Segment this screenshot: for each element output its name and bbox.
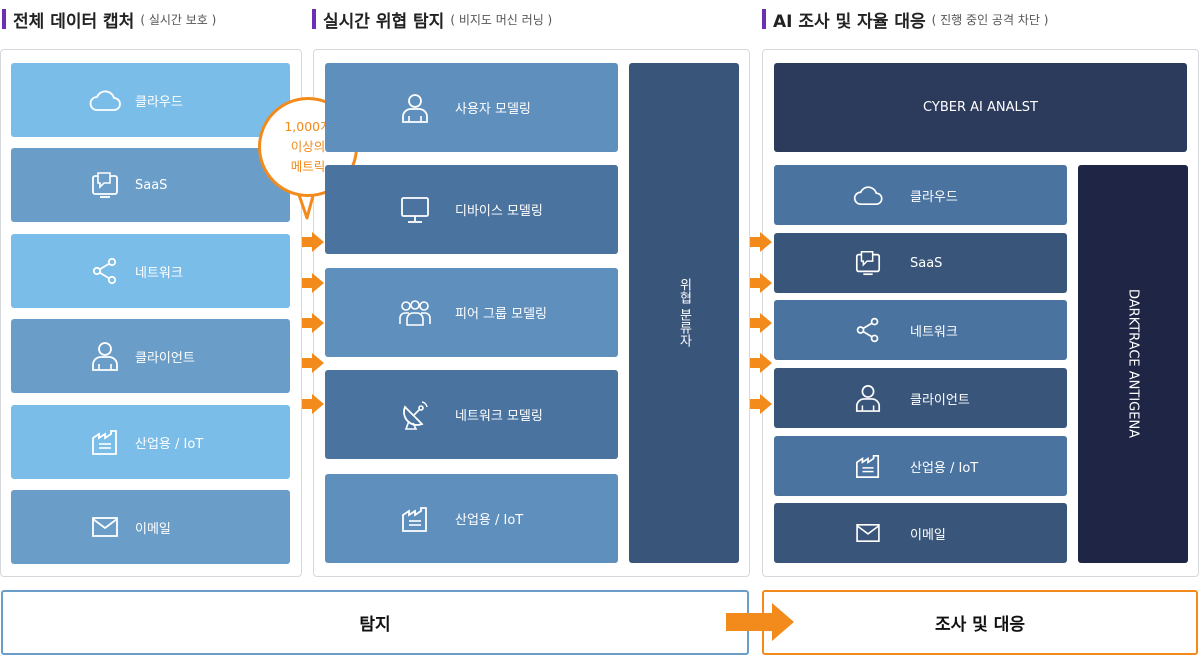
monitor-icon [397, 192, 433, 228]
big-flow-arrow [726, 603, 794, 641]
modeling-item-iot: 산업용 / IoT [325, 474, 618, 563]
section-title: 전체 데이터 캡처 [13, 11, 135, 32]
response-item-cloud: 클라우드 [774, 165, 1067, 225]
threat-classifier-label: 위협 분류자 [676, 278, 692, 348]
section-marker [2, 9, 6, 29]
flow-arrow [302, 273, 324, 293]
flow-arrow [750, 394, 772, 414]
capture-item-network: 네트워크 [11, 234, 290, 308]
share-network-icon [87, 253, 123, 289]
factory-icon [397, 501, 433, 537]
section-subtitle: ( 진행 중인 공격 차단 ) [931, 12, 1049, 27]
modeling-item-label: 산업용 / IoT [455, 513, 524, 528]
saas-chat-icon [87, 167, 123, 203]
modeling-item-label: 사용자 모델링 [455, 102, 531, 117]
bubble-line: 메트릭 [290, 159, 326, 174]
capture-item-client: 클라이언트 [11, 319, 290, 393]
response-item-label: SaaS [910, 255, 943, 271]
flow-arrow [750, 353, 772, 373]
modeling-item-network: 네트워크 모델링 [325, 370, 618, 459]
flow-arrow [750, 232, 772, 252]
satellite-dish-icon [397, 397, 433, 433]
modeling-item-device: 디바이스 모델링 [325, 165, 618, 254]
flow-arrow [302, 232, 324, 252]
response-item-client: 클라이언트 [774, 368, 1067, 428]
capture-item-label: SaaS [135, 177, 168, 193]
bubble-line: 이상의 [290, 139, 326, 154]
respond-bar: 조사 및 대응 [762, 590, 1198, 655]
section-header-respond: AI 조사 및 자율 대응 ( 진행 중인 공격 차단 ) [762, 6, 1048, 32]
capture-item-label: 이메일 [135, 521, 171, 537]
flow-arrow [302, 313, 324, 333]
response-item-iot: 산업용 / IoT [774, 436, 1067, 496]
response-item-saas: SaaS [774, 233, 1067, 293]
factory-icon [87, 424, 123, 460]
envelope-icon [850, 515, 886, 551]
capture-item-saas: SaaS [11, 148, 290, 222]
respond-bar-label: 조사 및 대응 [934, 615, 1026, 635]
section-header-detect: 실시간 위협 탐지 ( 비지도 머신 러닝 ) [312, 6, 552, 32]
group-icon [397, 295, 433, 331]
flow-arrow [302, 394, 324, 414]
capture-panel [0, 49, 302, 577]
modeling-item-label: 네트워크 모델링 [455, 409, 543, 424]
section-title: AI 조사 및 자율 대응 [773, 11, 926, 32]
threat-classifier-column: 위협 분류자 [629, 63, 739, 563]
section-marker [762, 9, 766, 29]
bubble-line: 1,000개 [284, 119, 332, 134]
user-icon [397, 90, 433, 126]
flow-arrow [750, 313, 772, 333]
capture-item-label: 산업용 / IoT [135, 436, 204, 452]
response-item-email: 이메일 [774, 503, 1067, 563]
antigena-label: DARKTRACE ANTIGENA [1125, 289, 1141, 439]
section-header-capture: 전체 데이터 캡처 ( 실시간 보호 ) [2, 6, 216, 32]
response-item-network: 네트워크 [774, 300, 1067, 360]
cyber-ai-analyst-bar: CYBER AI ANALST [774, 63, 1187, 152]
response-item-label: 클라이언트 [910, 392, 970, 408]
capture-item-label: 클라이언트 [135, 350, 195, 366]
modeling-item-label: 피어 그룹 모델링 [455, 307, 547, 322]
detect-bar: 탐지 [1, 590, 749, 655]
flow-arrow [302, 353, 324, 373]
modeling-item-peer-group: 피어 그룹 모델링 [325, 268, 618, 357]
response-item-label: 산업용 / IoT [910, 460, 979, 476]
user-icon [850, 380, 886, 416]
capture-item-label: 네트워크 [135, 265, 183, 281]
response-item-label: 이메일 [910, 527, 946, 543]
section-title: 실시간 위협 탐지 [323, 11, 445, 32]
modeling-item-user: 사용자 모델링 [325, 63, 618, 152]
section-subtitle: ( 비지도 머신 러닝 ) [450, 12, 553, 27]
saas-chat-icon [850, 245, 886, 281]
section-marker [312, 9, 316, 29]
envelope-icon [87, 509, 123, 545]
detect-bar-label: 탐지 [359, 615, 391, 635]
capture-item-cloud: 클라우드 [11, 63, 290, 137]
modeling-item-label: 디바이스 모델링 [455, 204, 543, 219]
capture-item-label: 클라우드 [135, 94, 183, 110]
user-icon [87, 338, 123, 374]
share-network-icon [850, 312, 886, 348]
response-item-label: 클라우드 [910, 189, 958, 205]
antigena-column: DARKTRACE ANTIGENA [1078, 165, 1188, 563]
cloud-icon [87, 82, 123, 118]
capture-item-iot: 산업용 / IoT [11, 405, 290, 479]
response-item-label: 네트워크 [910, 324, 958, 340]
factory-icon [850, 448, 886, 484]
cyber-ai-analyst-label: CYBER AI ANALST [923, 100, 1038, 115]
cloud-icon [850, 177, 886, 213]
capture-item-email: 이메일 [11, 490, 290, 564]
flow-arrow [750, 273, 772, 293]
section-subtitle: ( 실시간 보호 ) [140, 12, 217, 27]
